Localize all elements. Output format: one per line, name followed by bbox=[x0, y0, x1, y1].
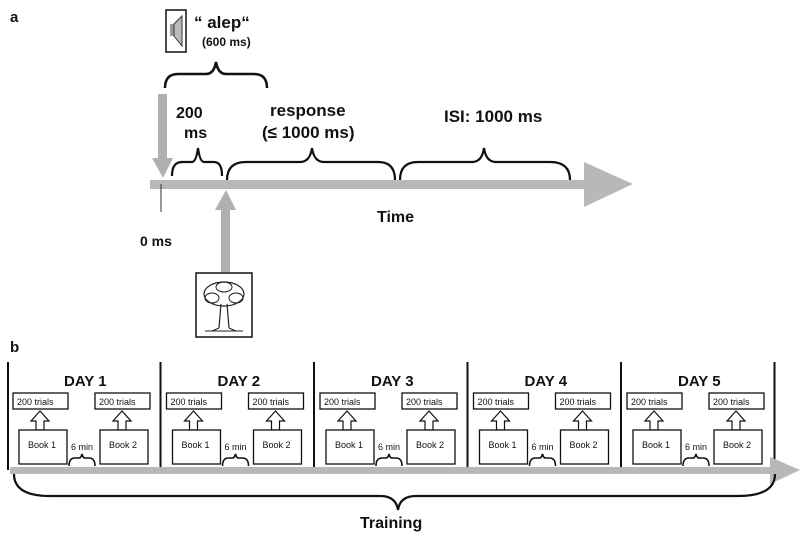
time-axis-label: Time bbox=[377, 209, 414, 226]
break-label: 6 min bbox=[71, 442, 93, 452]
day-title: DAY 3 bbox=[371, 373, 414, 390]
book-label: Book 2 bbox=[109, 440, 137, 450]
delay-unit: ms bbox=[184, 125, 207, 142]
trials-box bbox=[708, 392, 765, 410]
trials-label: 200 trials bbox=[171, 397, 208, 407]
break-label: 6 min bbox=[378, 442, 400, 452]
break-label: 6 min bbox=[685, 442, 707, 452]
book-box bbox=[478, 429, 529, 465]
hollow-up-arrow bbox=[265, 410, 286, 431]
stimulus-word-duration: (600 ms) bbox=[202, 35, 251, 49]
trials-box bbox=[554, 392, 612, 410]
trials-label: 200 trials bbox=[478, 397, 515, 407]
hollow-up-arrow bbox=[29, 410, 51, 431]
book-label: Book 1 bbox=[335, 440, 363, 450]
hollow-up-arrow bbox=[572, 410, 593, 431]
break-brace bbox=[375, 453, 403, 467]
training-arrow bbox=[10, 457, 800, 484]
time-arrow bbox=[150, 162, 633, 207]
book-box bbox=[713, 429, 763, 465]
hollow-up-arrow bbox=[336, 410, 358, 431]
trials-label: 200 trials bbox=[713, 397, 750, 407]
isi-brace bbox=[398, 147, 572, 181]
trials-box bbox=[94, 392, 151, 410]
day-title: DAY 5 bbox=[678, 373, 721, 390]
day-title: DAY 2 bbox=[218, 373, 261, 390]
break-brace bbox=[68, 453, 96, 467]
book-label: Book 1 bbox=[182, 440, 210, 450]
book-box bbox=[252, 429, 303, 465]
delay-brace bbox=[170, 147, 224, 177]
onset-label: 0 ms bbox=[140, 233, 172, 249]
break-brace bbox=[221, 453, 250, 467]
book-label: Book 2 bbox=[416, 440, 444, 450]
trials-label: 200 trials bbox=[17, 397, 54, 407]
response-brace bbox=[225, 147, 397, 181]
hollow-up-arrow bbox=[183, 410, 204, 431]
speaker-icon bbox=[165, 9, 187, 53]
break-brace bbox=[528, 453, 557, 467]
hollow-up-arrow bbox=[725, 410, 747, 431]
book-label: Book 1 bbox=[642, 440, 670, 450]
response-limit: (≤ 1000 ms) bbox=[262, 123, 355, 142]
trials-box bbox=[472, 392, 530, 410]
trials-box bbox=[12, 392, 69, 410]
book-box bbox=[632, 429, 682, 465]
book-label: Book 2 bbox=[723, 440, 751, 450]
book-box bbox=[18, 429, 68, 465]
picture-onset-arrow bbox=[215, 190, 236, 272]
isi-label: ISI: 1000 ms bbox=[444, 107, 542, 126]
trials-label: 200 trials bbox=[631, 397, 668, 407]
training-label: Training bbox=[360, 515, 422, 532]
book-label: Book 1 bbox=[489, 440, 517, 450]
sound-onset-arrow bbox=[152, 94, 173, 178]
break-label: 6 min bbox=[532, 442, 554, 452]
trials-label: 200 trials bbox=[324, 397, 361, 407]
book-box bbox=[325, 429, 375, 465]
response-label: response bbox=[270, 101, 346, 120]
book-box bbox=[559, 429, 610, 465]
hollow-up-arrow bbox=[418, 410, 440, 431]
word-duration-brace bbox=[163, 61, 269, 89]
trials-box bbox=[626, 392, 683, 410]
trials-box bbox=[401, 392, 458, 410]
panel-a-label: a bbox=[10, 9, 19, 26]
panel-b-label: b bbox=[10, 339, 19, 356]
trials-label: 200 trials bbox=[560, 397, 597, 407]
tree-picture-icon bbox=[195, 272, 253, 338]
trials-label: 200 trials bbox=[253, 397, 290, 407]
hollow-up-arrow bbox=[643, 410, 665, 431]
book-label: Book 1 bbox=[28, 440, 56, 450]
book-box bbox=[406, 429, 456, 465]
trials-box bbox=[319, 392, 376, 410]
book-box bbox=[171, 429, 222, 465]
book-box bbox=[99, 429, 149, 465]
day-title: DAY 4 bbox=[525, 373, 568, 390]
trials-box bbox=[247, 392, 305, 410]
break-brace bbox=[682, 453, 710, 467]
trials-box bbox=[165, 392, 223, 410]
trials-label: 200 trials bbox=[99, 397, 136, 407]
hollow-up-arrow bbox=[111, 410, 133, 431]
day-title: DAY 1 bbox=[64, 373, 107, 390]
book-label: Book 2 bbox=[570, 440, 598, 450]
trials-label: 200 trials bbox=[406, 397, 443, 407]
break-label: 6 min bbox=[225, 442, 247, 452]
hollow-up-arrow bbox=[490, 410, 511, 431]
training-brace bbox=[12, 473, 777, 511]
book-label: Book 2 bbox=[263, 440, 291, 450]
delay-value: 200 bbox=[176, 105, 203, 122]
stimulus-word: “ alep“ bbox=[194, 13, 250, 32]
